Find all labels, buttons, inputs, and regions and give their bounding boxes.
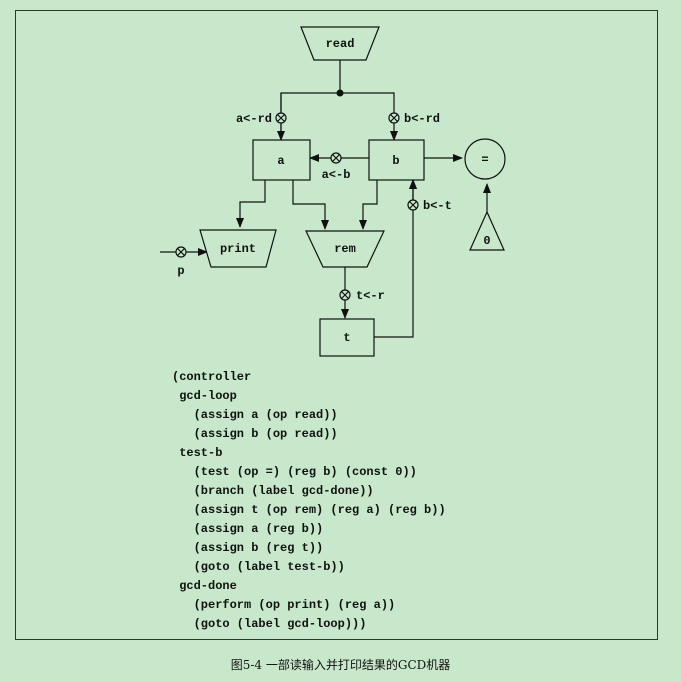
register-t-label: t <box>343 331 350 345</box>
code-line: (assign b (op read)) <box>172 427 338 441</box>
code-line: (goto (label test-b)) <box>172 560 345 574</box>
read-label: read <box>326 37 355 51</box>
rem-label: rem <box>334 242 356 256</box>
read-operation: read <box>300 26 380 61</box>
print-label: print <box>220 242 256 256</box>
code-line: (goto (label gcd-loop))) <box>172 617 367 631</box>
code-line: (assign t (op rem) (reg a) (reg b)) <box>172 503 446 517</box>
print-operation: print <box>199 229 277 268</box>
code-line: (controller <box>172 370 252 384</box>
button-t-r-label: t<-r <box>356 289 385 303</box>
figure-caption: 图5-4 一部读输入并打印结果的GCD机器 <box>230 658 451 672</box>
code-line: test-b <box>172 446 223 460</box>
rem-operation: rem <box>305 230 385 268</box>
code-line: (assign a (reg b)) <box>172 522 324 536</box>
constant-zero-label: 0 <box>483 234 490 248</box>
button-a-b-label: a<-b <box>322 168 351 182</box>
button-a-rd: a<-rd <box>236 112 287 126</box>
gcd-machine-diagram: read a b = 0 print rem t a<-rd <box>160 26 506 357</box>
button-b-rd-label: b<-rd <box>404 112 440 126</box>
register-a: a <box>252 139 311 181</box>
code-line: (branch (label gcd-done)) <box>172 484 374 498</box>
button-b-rd: b<-rd <box>388 112 440 126</box>
register-a-label: a <box>277 154 284 168</box>
button-a-rd-label: a<-rd <box>236 112 272 126</box>
button-t-r: t<-r <box>339 289 385 303</box>
code-line: gcd-loop <box>172 389 237 403</box>
controller-code: (controller gcd-loop (assign a (op read)… <box>172 368 446 634</box>
junction-dot <box>336 89 344 97</box>
code-line: (assign b (reg t)) <box>172 541 324 555</box>
register-b-label: b <box>392 154 399 168</box>
equal-test: = <box>464 138 506 180</box>
button-p-label: p <box>177 264 184 278</box>
figure-frame <box>15 10 658 640</box>
button-p: p <box>175 246 187 278</box>
code-line: (assign a (op read)) <box>172 408 338 422</box>
button-a-b: a<-b <box>322 152 351 182</box>
register-b: b <box>368 139 425 181</box>
code-line: gcd-done <box>172 579 237 593</box>
code-line: (perform (op print) (reg a)) <box>172 598 396 612</box>
equal-test-label: = <box>481 153 488 167</box>
button-b-t-label: b<-t <box>423 199 452 213</box>
button-b-t: b<-t <box>407 199 452 213</box>
constant-zero: 0 <box>469 210 505 251</box>
register-t: t <box>319 318 375 357</box>
code-line: (test (op =) (reg b) (const 0)) <box>172 465 417 479</box>
